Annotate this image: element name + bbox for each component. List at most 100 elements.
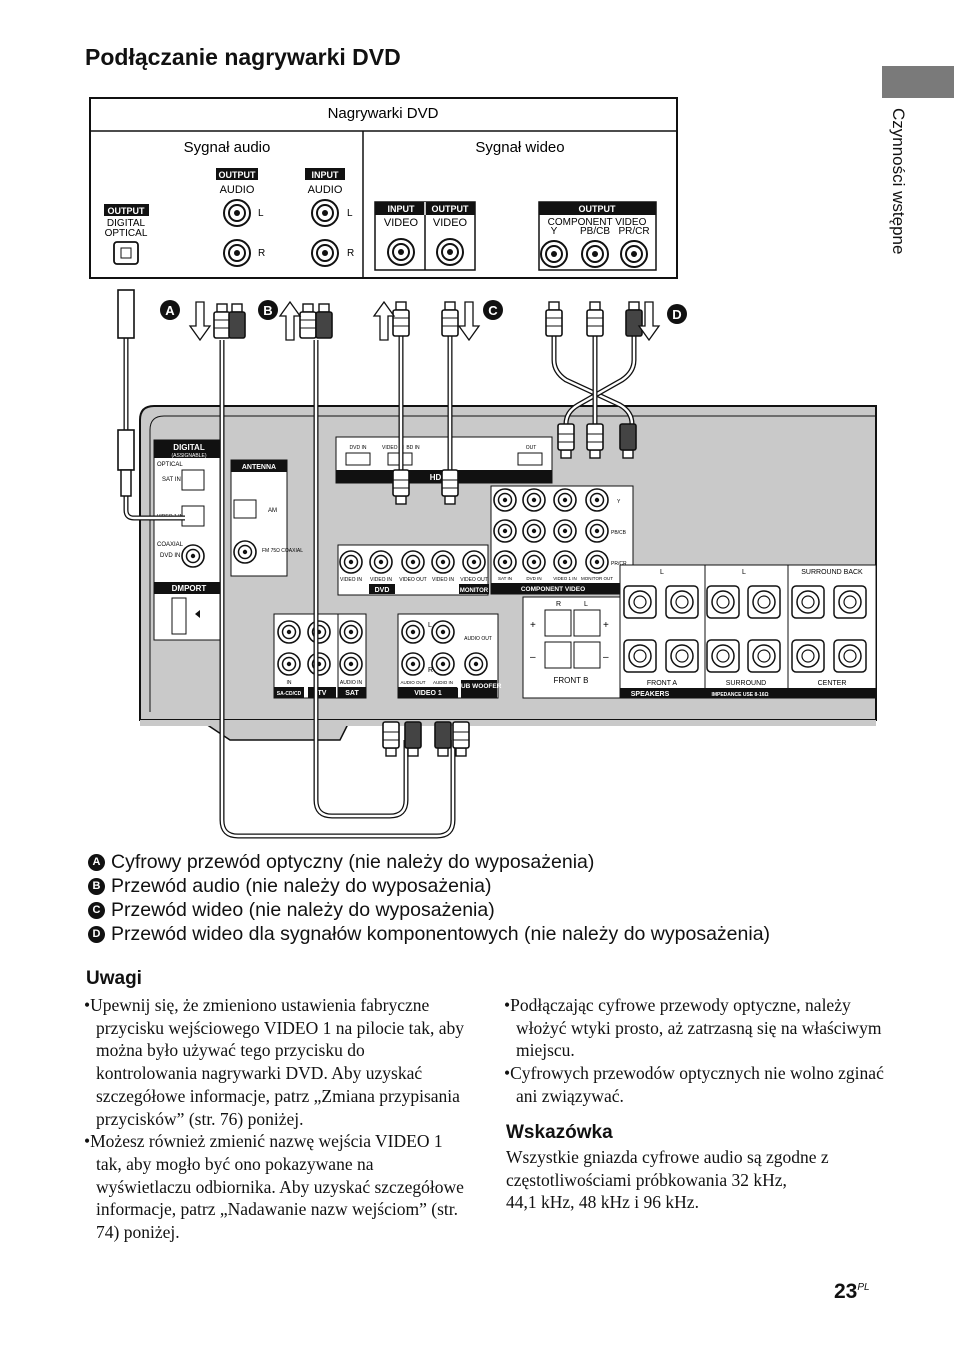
note-item: •Podłączając cyfrowe przewody optyczne, … (504, 995, 882, 1061)
svg-text:VIDEO IN: VIDEO IN (382, 445, 404, 451)
legend-text: Cyfrowy przewód optyczny (nie należy do … (111, 851, 595, 873)
tip-heading: Wskazówka (506, 1122, 613, 1143)
svg-text:FRONT B: FRONT B (554, 676, 589, 685)
svg-text:FRONT A: FRONT A (647, 680, 678, 687)
svg-text:DVD: DVD (375, 587, 390, 594)
svg-text:VIDEO OUT: VIDEO OUT (460, 577, 488, 583)
svg-text:VIDEO OUT: VIDEO OUT (399, 577, 427, 583)
svg-text:AUDIO OUT: AUDIO OUT (464, 636, 492, 642)
svg-text:COMPONENT VIDEO: COMPONENT VIDEO (521, 586, 585, 593)
cables (117, 289, 637, 839)
section-tab (882, 66, 954, 98)
notes-heading: Uwagi (86, 968, 142, 989)
tip-body: Wszystkie gniazda cyfrowe audio są zgodn… (506, 1147, 829, 1213)
svg-text:DMPORT: DMPORT (172, 584, 207, 593)
svg-text:PB/CB: PB/CB (611, 530, 627, 536)
markers: A B C D (160, 300, 687, 324)
marker-d: D (672, 307, 681, 322)
svg-text:OUTPUT: OUTPUT (219, 170, 257, 180)
svg-text:COMPONENT VIDEO: COMPONENT VIDEO (548, 217, 647, 228)
svg-text:INPUT: INPUT (312, 170, 340, 180)
svg-text:VIDEO 1 IN: VIDEO 1 IN (553, 576, 577, 581)
svg-text:Y: Y (551, 226, 558, 237)
video-in-jack (387, 238, 415, 266)
legend-item: D Przewód wideo dla sygnałów komponentowy… (88, 922, 770, 946)
svg-text:OPTICAL: OPTICAL (157, 462, 183, 468)
svg-text:L: L (742, 569, 746, 576)
svg-text:SUB WOOFER: SUB WOOFER (457, 683, 502, 690)
svg-text:OUTPUT: OUTPUT (108, 206, 146, 216)
svg-text:PR/CR: PR/CR (618, 226, 649, 237)
marker-c: C (488, 303, 498, 318)
svg-text:IN: IN (287, 680, 292, 686)
svg-text:VIDEO: VIDEO (384, 217, 419, 229)
component-pb-jack (581, 240, 609, 268)
svg-text:DVD IN: DVD IN (526, 576, 541, 581)
svg-text:L: L (258, 208, 264, 219)
svg-text:SA-CD/CD: SA-CD/CD (277, 691, 302, 697)
svg-text:DVD IN: DVD IN (350, 445, 367, 451)
svg-text:R: R (258, 248, 265, 259)
svg-text:SPEAKERS: SPEAKERS (631, 691, 670, 698)
component-y-jack (540, 240, 568, 268)
svg-text:DIGITAL: DIGITAL (107, 218, 146, 229)
note-item: •Możesz również zmienić nazwę wejścia VI… (84, 1131, 464, 1243)
svg-text:INPUT: INPUT (388, 204, 416, 214)
marker-b: B (263, 303, 272, 318)
marker-a: A (165, 303, 175, 318)
svg-text:AUDIO IN: AUDIO IN (340, 680, 363, 686)
svg-text:DIGITAL: DIGITAL (173, 443, 205, 452)
svg-text:OUT: OUT (526, 445, 537, 451)
audio-out-r-jack (223, 239, 251, 267)
svg-text:IMPEDANCE USE 8-16Ω: IMPEDANCE USE 8-16Ω (711, 692, 768, 698)
svg-text:(ASSIGNABLE): (ASSIGNABLE) (171, 453, 206, 459)
legend-item: A Cyfrowy przewód optyczny (nie należy do… (88, 850, 770, 874)
svg-text:OUTPUT: OUTPUT (579, 204, 617, 214)
svg-text:VIDEO 1: VIDEO 1 (414, 690, 442, 697)
svg-text:VIDEO IN: VIDEO IN (432, 577, 454, 583)
svg-text:+: + (603, 620, 609, 631)
component-pr-jack (620, 240, 648, 268)
svg-text:VIDEO: VIDEO (433, 217, 468, 229)
flow-arrows (188, 300, 661, 342)
svg-text:MONITOR OUT: MONITOR OUT (581, 576, 613, 581)
video-out-jack (436, 238, 464, 266)
svg-text:AUDIO OUT: AUDIO OUT (400, 680, 425, 685)
svg-text:SAT: SAT (345, 690, 359, 697)
page-number: 23PL (834, 1280, 870, 1303)
legend-marker: D (88, 925, 105, 943)
svg-text:+: + (530, 620, 536, 631)
cable-legend: A Cyfrowy przewód optyczny (nie należy do… (88, 850, 770, 946)
notes-left-column: •Upewnij się, że zmieniono ustawienia fa… (82, 994, 467, 1244)
legend-text: Przewód wideo (nie należy do wyposażenia… (111, 899, 495, 921)
svg-text:AUDIO: AUDIO (308, 184, 343, 196)
svg-text:–: – (603, 652, 609, 663)
svg-text:VIDEO IN: VIDEO IN (340, 577, 362, 583)
receiver-rear-panel: DIGITAL (ASSIGNABLE) OPTICAL SAT IN VIDE… (139, 405, 877, 741)
svg-text:MONITOR: MONITOR (460, 588, 489, 594)
svg-text:BD IN: BD IN (406, 445, 420, 451)
svg-text:TV: TV (318, 690, 327, 697)
svg-text:L: L (428, 622, 432, 629)
audio-in-r-jack (311, 239, 339, 267)
note-item: •Upewnij się, że zmieniono ustawienia fa… (84, 995, 465, 1129)
svg-text:L: L (660, 569, 664, 576)
legend-marker: A (88, 853, 105, 871)
svg-text:OPTICAL: OPTICAL (105, 228, 148, 239)
page-title: Podłączanie nagrywarki DVD (85, 44, 401, 70)
svg-text:ANTENNA: ANTENNA (242, 464, 276, 471)
svg-text:SAT IN: SAT IN (162, 477, 181, 483)
svg-text:HDMI: HDMI (430, 473, 450, 482)
svg-text:Y: Y (617, 499, 621, 505)
svg-text:DVD IN: DVD IN (160, 553, 180, 559)
legend-text: Przewód wideo dla sygnałów komponentowyc… (111, 923, 771, 945)
svg-text:COAXIAL: COAXIAL (157, 542, 184, 548)
dvd-recorder: Nagrywarki DVD Sygnał audio Sygnał wideo… (89, 97, 678, 279)
svg-text:PB/CB: PB/CB (580, 226, 610, 237)
svg-text:R: R (428, 667, 433, 674)
svg-text:AUDIO IN: AUDIO IN (433, 680, 453, 685)
svg-text:PR/CR: PR/CR (611, 561, 627, 567)
svg-text:AUDIO: AUDIO (220, 184, 255, 196)
